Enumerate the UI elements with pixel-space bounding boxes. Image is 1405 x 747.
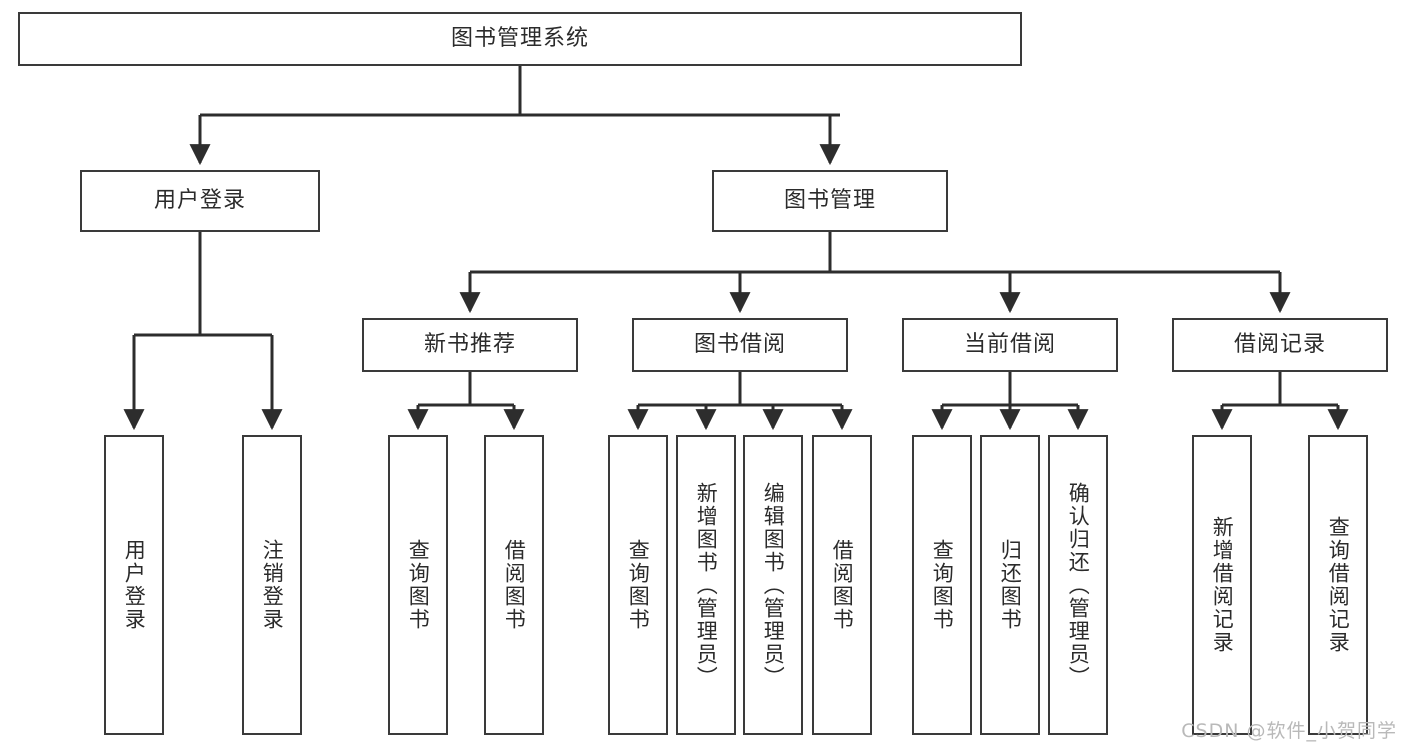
leaf-add-record-label: 新增借阅记录 <box>1210 516 1235 654</box>
leaf-query-book-3[interactable]: 查询图书 <box>912 435 972 735</box>
leaf-add-book-label: 新增图书（管理员） <box>694 481 719 689</box>
leaf-query-book-2[interactable]: 查询图书 <box>608 435 668 735</box>
leaf-return-book-label: 归还图书 <box>998 539 1023 631</box>
leaf-confirm-return-label: 确认归还（管理员） <box>1066 481 1091 689</box>
node-borrow-record-label: 借阅记录 <box>1233 331 1326 357</box>
leaf-add-record[interactable]: 新增借阅记录 <box>1192 435 1252 735</box>
node-root-label: 图书管理系统 <box>450 25 589 51</box>
leaf-confirm-return[interactable]: 确认归还（管理员） <box>1048 435 1108 735</box>
leaf-add-book[interactable]: 新增图书（管理员） <box>676 435 736 735</box>
node-book-management-label: 图书管理 <box>783 187 876 213</box>
node-current-borrow[interactable]: 当前借阅 <box>902 318 1118 372</box>
leaf-borrow-book-1[interactable]: 借阅图书 <box>484 435 544 735</box>
node-user-login-label: 用户登录 <box>153 187 246 213</box>
leaf-query-book-3-label: 查询图书 <box>930 539 955 631</box>
csdn-watermark: CSDN @软件_小贺同学 <box>1181 720 1397 742</box>
leaf-borrow-book-2-label: 借阅图书 <box>830 539 855 631</box>
leaf-edit-book[interactable]: 编辑图书（管理员） <box>743 435 803 735</box>
leaf-query-record-label: 查询借阅记录 <box>1326 516 1351 654</box>
leaf-edit-book-label: 编辑图书（管理员） <box>761 481 786 689</box>
leaf-user-login[interactable]: 用户登录 <box>104 435 164 735</box>
node-user-login[interactable]: 用户登录 <box>80 170 320 232</box>
leaf-logout[interactable]: 注销登录 <box>242 435 302 735</box>
leaf-borrow-book-1-label: 借阅图书 <box>502 539 527 631</box>
leaf-query-record[interactable]: 查询借阅记录 <box>1308 435 1368 735</box>
node-borrow-record[interactable]: 借阅记录 <box>1172 318 1388 372</box>
leaf-user-login-label: 用户登录 <box>122 539 147 631</box>
node-book-management[interactable]: 图书管理 <box>712 170 948 232</box>
node-new-book-recommend-label: 新书推荐 <box>423 331 516 357</box>
node-root[interactable]: 图书管理系统 <box>18 12 1022 66</box>
leaf-query-book-1-label: 查询图书 <box>406 539 431 631</box>
leaf-logout-label: 注销登录 <box>260 539 285 631</box>
node-book-borrow-label: 图书借阅 <box>693 331 786 357</box>
node-new-book-recommend[interactable]: 新书推荐 <box>362 318 578 372</box>
leaf-return-book[interactable]: 归还图书 <box>980 435 1040 735</box>
node-current-borrow-label: 当前借阅 <box>963 331 1056 357</box>
node-book-borrow[interactable]: 图书借阅 <box>632 318 848 372</box>
leaf-borrow-book-2[interactable]: 借阅图书 <box>812 435 872 735</box>
leaf-query-book-2-label: 查询图书 <box>626 539 651 631</box>
leaf-query-book-1[interactable]: 查询图书 <box>388 435 448 735</box>
